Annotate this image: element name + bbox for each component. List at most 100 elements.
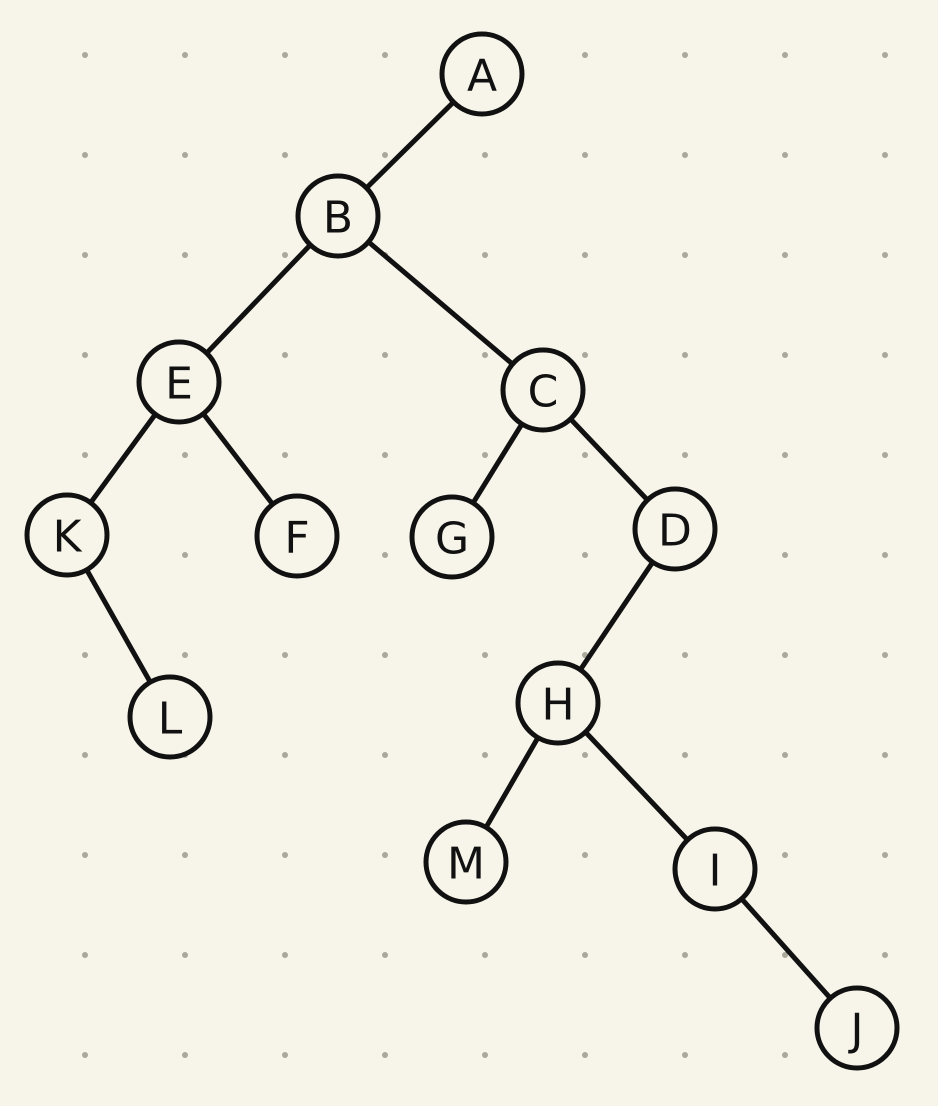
grid-dot xyxy=(182,552,188,558)
grid-dot xyxy=(882,952,888,958)
grid-dot xyxy=(382,752,388,758)
node-g: G xyxy=(409,494,495,580)
grid-dot xyxy=(82,52,88,58)
node-circle xyxy=(127,674,213,760)
grid-dot xyxy=(182,252,188,258)
node-label: C xyxy=(528,367,559,418)
grid-dot xyxy=(682,1052,688,1058)
grid-dot xyxy=(782,152,788,158)
grid-dot xyxy=(182,152,188,158)
node-label: B xyxy=(323,193,353,244)
node-m: M xyxy=(423,819,509,905)
node-label: J xyxy=(848,1005,864,1056)
grid-dot xyxy=(182,1052,188,1058)
grid-dot xyxy=(782,552,788,558)
grid-dot xyxy=(782,452,788,458)
node-circle xyxy=(24,492,110,578)
node-c: C xyxy=(500,347,586,433)
grid-dot xyxy=(282,752,288,758)
grid-dot xyxy=(582,152,588,158)
grid-dot xyxy=(882,452,888,458)
grid-dot xyxy=(282,152,288,158)
grid-dot xyxy=(182,52,188,58)
node-b: B xyxy=(295,173,381,259)
grid-dot xyxy=(282,1052,288,1058)
grid-dot xyxy=(882,352,888,358)
grid-dot xyxy=(382,52,388,58)
grid-dot xyxy=(882,252,888,258)
grid-dot xyxy=(82,152,88,158)
node-circle xyxy=(136,339,222,425)
edge-b-c xyxy=(335,213,546,393)
grid-dot xyxy=(282,52,288,58)
grid-dot xyxy=(582,952,588,958)
grid-dot xyxy=(782,352,788,358)
node-circle xyxy=(672,826,758,912)
node-j: J xyxy=(814,985,900,1071)
grid-dot xyxy=(382,1052,388,1058)
grid-dot xyxy=(782,652,788,658)
grid-dot xyxy=(482,652,488,658)
node-circle xyxy=(254,493,340,579)
grid-dot xyxy=(382,952,388,958)
node-label: F xyxy=(284,513,309,564)
dot-grid xyxy=(82,52,888,1058)
node-k: K xyxy=(24,492,110,578)
node-a: A xyxy=(439,31,525,117)
grid-dot xyxy=(782,252,788,258)
grid-dot xyxy=(782,1052,788,1058)
node-d: D xyxy=(632,486,718,572)
grid-dot xyxy=(482,752,488,758)
grid-dot xyxy=(182,452,188,458)
grid-dot xyxy=(382,852,388,858)
grid-dot xyxy=(482,352,488,358)
grid-dot xyxy=(382,652,388,658)
node-circle xyxy=(500,347,586,433)
node-e: E xyxy=(136,339,222,425)
grid-dot xyxy=(782,952,788,958)
grid-dot xyxy=(482,452,488,458)
grid-dot xyxy=(782,52,788,58)
grid-dot xyxy=(582,352,588,358)
grid-dot xyxy=(82,752,88,758)
grid-dot xyxy=(82,1052,88,1058)
node-circle xyxy=(515,660,601,746)
grid-dot xyxy=(582,852,588,858)
grid-dot xyxy=(882,552,888,558)
grid-dot xyxy=(882,52,888,58)
grid-dot xyxy=(182,952,188,958)
grid-dot xyxy=(182,852,188,858)
grid-dot xyxy=(82,952,88,958)
grid-dot xyxy=(882,652,888,658)
grid-dot xyxy=(382,152,388,158)
grid-dot xyxy=(382,352,388,358)
node-label: E xyxy=(165,359,193,410)
node-circle xyxy=(814,985,900,1071)
grid-dot xyxy=(282,452,288,458)
grid-dot xyxy=(582,52,588,58)
grid-dot xyxy=(882,152,888,158)
grid-dot xyxy=(782,752,788,758)
node-label: G xyxy=(435,514,469,565)
grid-dot xyxy=(82,252,88,258)
grid-dot xyxy=(782,852,788,858)
grid-dot xyxy=(82,352,88,358)
grid-dot xyxy=(482,952,488,958)
grid-dot xyxy=(682,352,688,358)
node-label: I xyxy=(709,846,722,897)
grid-dot xyxy=(582,252,588,258)
grid-dot xyxy=(282,252,288,258)
grid-dot xyxy=(282,652,288,658)
grid-dot xyxy=(582,452,588,458)
grid-dot xyxy=(282,352,288,358)
node-circle xyxy=(423,819,509,905)
node-label: D xyxy=(658,506,692,557)
grid-dot xyxy=(482,152,488,158)
grid-dot xyxy=(382,452,388,458)
grid-dot xyxy=(582,752,588,758)
grid-dot xyxy=(682,152,688,158)
grid-dot xyxy=(682,252,688,258)
grid-dot xyxy=(182,652,188,658)
